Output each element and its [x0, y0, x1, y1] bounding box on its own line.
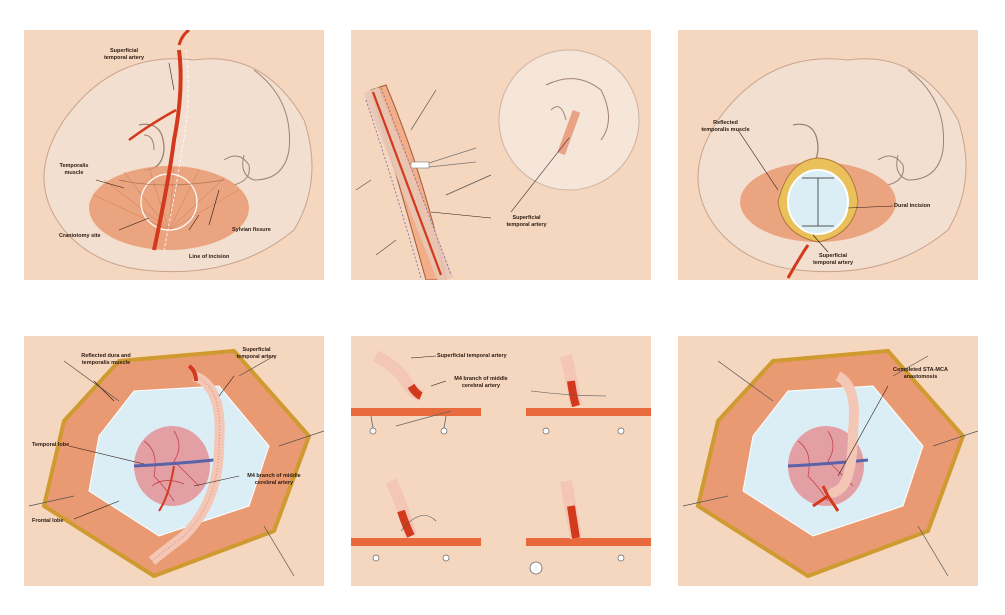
- label-craniotomy-site: Craniotomy site: [59, 233, 101, 239]
- completed-anastomosis-illustration: [682, 348, 978, 579]
- label-m4-branch: M4 branch of middle cerebral artery: [454, 376, 508, 389]
- label-dural-incision: Dural incision: [894, 203, 931, 209]
- label-sta: Superficial temporal artery: [437, 353, 507, 359]
- artery-dissection-illustration: [355, 49, 640, 280]
- label-temporalis-muscle: Temporalis muscle: [59, 163, 89, 176]
- label-completed-sta-mca: Completed STA-MCA anastomosis: [893, 367, 948, 380]
- label-temporal-lobe: Temporal lobe: [32, 442, 70, 448]
- panel-anastomosis-steps: Superficial temporal artery M4 branch of…: [351, 336, 651, 586]
- panel-scalp-incision: Superficial temporal artery Temporalis m…: [24, 30, 324, 280]
- scalp-incision-illustration: [43, 30, 313, 273]
- exposed-cortex-illustration: [28, 348, 324, 579]
- label-sta: Superficial temporal artery: [812, 253, 854, 266]
- label-line-of-incision: Line of incision: [189, 254, 230, 260]
- label-reflected-temporalis: Reflected temporalis muscle: [701, 120, 750, 133]
- label-sylvian-fissure: Sylvian fissure: [232, 227, 271, 233]
- panel-completed-anastomosis: Completed STA-MCA anastomosis: [678, 336, 978, 586]
- panel-artery-dissection: Superficial temporal artery: [351, 30, 651, 280]
- label-reflected-dura: Reflected dura and temporalis muscle: [81, 353, 131, 366]
- label-sta: Superficial temporal artery: [506, 215, 547, 228]
- anastomosis-steps-illustration: [351, 350, 651, 575]
- label-sta: Superficial temporal artery: [236, 347, 277, 360]
- label-sta: Superficial temporal artery: [103, 48, 145, 61]
- panel-exposed-cortex: Reflected dura and temporalis muscle Sup…: [24, 336, 324, 586]
- dural-opening-illustration: [697, 58, 967, 279]
- label-frontal-lobe: Frontal lobe: [32, 518, 64, 524]
- panel-dural-opening: Reflected temporalis muscle Dural incisi…: [678, 30, 978, 280]
- label-m4-branch: M4 branch of middle cerebral artery: [247, 473, 301, 486]
